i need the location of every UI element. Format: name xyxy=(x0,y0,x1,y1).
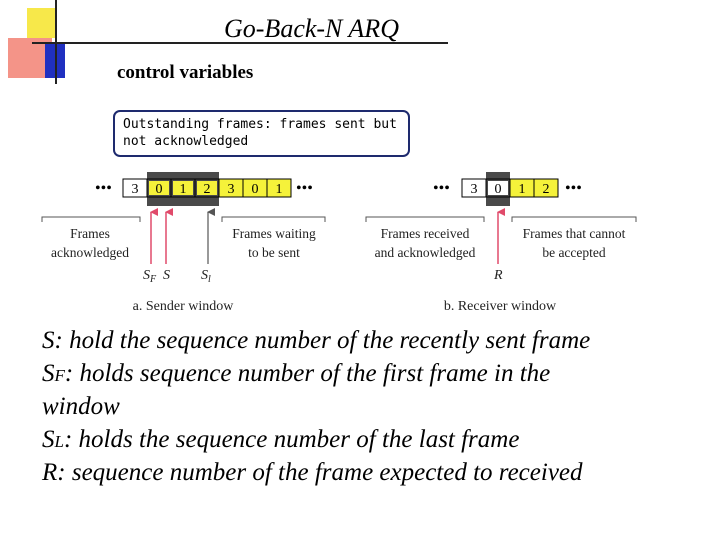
description-sf-cont-text: window xyxy=(42,393,120,420)
sender-cell-label: 0 xyxy=(252,182,259,197)
sender-cell-label: 1 xyxy=(276,182,283,197)
receiver-window: ••• 3 0 1 2 ••• Frames received and ackn… xyxy=(365,172,637,314)
receiver-bracket-left xyxy=(365,216,485,222)
description-sf-prefix: S xyxy=(42,360,55,387)
sender-cell-inner xyxy=(173,181,193,195)
deco-red-block xyxy=(8,38,52,78)
deco-yellow-block xyxy=(27,8,57,38)
receiver-cell-box xyxy=(533,178,559,198)
sf-label: SF xyxy=(143,268,157,285)
sender-cell-inner xyxy=(197,181,217,195)
receiver-cell-label: 1 xyxy=(519,182,526,197)
sender-caption: a. Sender window xyxy=(133,299,235,314)
sender-cell-label: 0 xyxy=(156,182,163,197)
receiver-label-left: and acknowledged xyxy=(375,245,476,260)
sender-ellipsis-right: ••• xyxy=(296,180,313,197)
callout-box: Outstanding frames: frames sent but not … xyxy=(113,110,410,157)
receiver-cell-label: 0 xyxy=(495,182,502,197)
description-sf-cont: window xyxy=(42,390,702,423)
description-sf-text: : holds sequence number of the first fra… xyxy=(64,360,551,387)
description-sl-text: : holds the sequence number of the last … xyxy=(63,426,520,453)
sender-bracket-right xyxy=(221,216,326,222)
receiver-cell-label: 2 xyxy=(543,182,550,197)
sender-label-left: Frames xyxy=(70,226,110,241)
description-sl: SL: holds the sequence number of the las… xyxy=(42,423,702,458)
r-label: R xyxy=(493,268,503,283)
sender-label-right: Frames waiting xyxy=(232,226,316,241)
receiver-cell-label: 3 xyxy=(471,182,478,197)
sender-cell-label: 3 xyxy=(132,182,139,197)
subtitle: control variables xyxy=(117,62,254,83)
receiver-label-left: Frames received xyxy=(381,226,470,241)
sender-cell-label: 3 xyxy=(228,182,235,197)
description-sl-prefix: S xyxy=(42,426,55,453)
receiver-ellipsis-left: ••• xyxy=(433,180,450,197)
description-r: R: sequence number of the frame expected… xyxy=(42,456,702,489)
page-title: Go-Back-N ARQ xyxy=(224,14,399,43)
sender-ellipsis-left: ••• xyxy=(95,180,112,197)
description-r-text: : sequence number of the frame expected … xyxy=(57,459,583,486)
description-s-prefix: S xyxy=(42,327,55,354)
description-sl-sub: L xyxy=(54,432,64,451)
description-sf-sub: F xyxy=(54,366,65,385)
receiver-bracket-right xyxy=(511,216,637,222)
sl-label: Sl xyxy=(201,268,211,285)
sender-window: ••• 3 0 1 2 3 0 1 ••• Frames acknowledge… xyxy=(41,172,326,314)
sender-cell-label: 1 xyxy=(180,182,187,197)
receiver-ellipsis-right: ••• xyxy=(565,180,582,197)
description-s: S: hold the sequence number of the recen… xyxy=(42,324,702,357)
receiver-cell-inner xyxy=(488,181,508,195)
window-diagram: ••• 3 0 1 2 3 0 1 ••• Frames acknowledge… xyxy=(41,172,637,314)
sender-bracket-left xyxy=(41,216,141,222)
sender-label-right: to be sent xyxy=(248,245,300,260)
receiver-label-right: be accepted xyxy=(542,245,606,260)
receiver-caption: b. Receiver window xyxy=(444,299,557,314)
sender-cell-label: 2 xyxy=(204,182,211,197)
sender-cell-inner xyxy=(149,181,169,195)
sender-label-left: acknowledged xyxy=(51,245,129,260)
description-s-text: : hold the sequence number of the recent… xyxy=(54,327,591,354)
receiver-label-right: Frames that cannot xyxy=(523,226,626,241)
description-sf: SF: holds sequence number of the first f… xyxy=(42,357,702,392)
sender-cell-box xyxy=(266,178,292,198)
deco-horizontal-line xyxy=(32,42,448,44)
s-label: S xyxy=(163,268,170,283)
description-r-prefix: R xyxy=(42,459,58,486)
